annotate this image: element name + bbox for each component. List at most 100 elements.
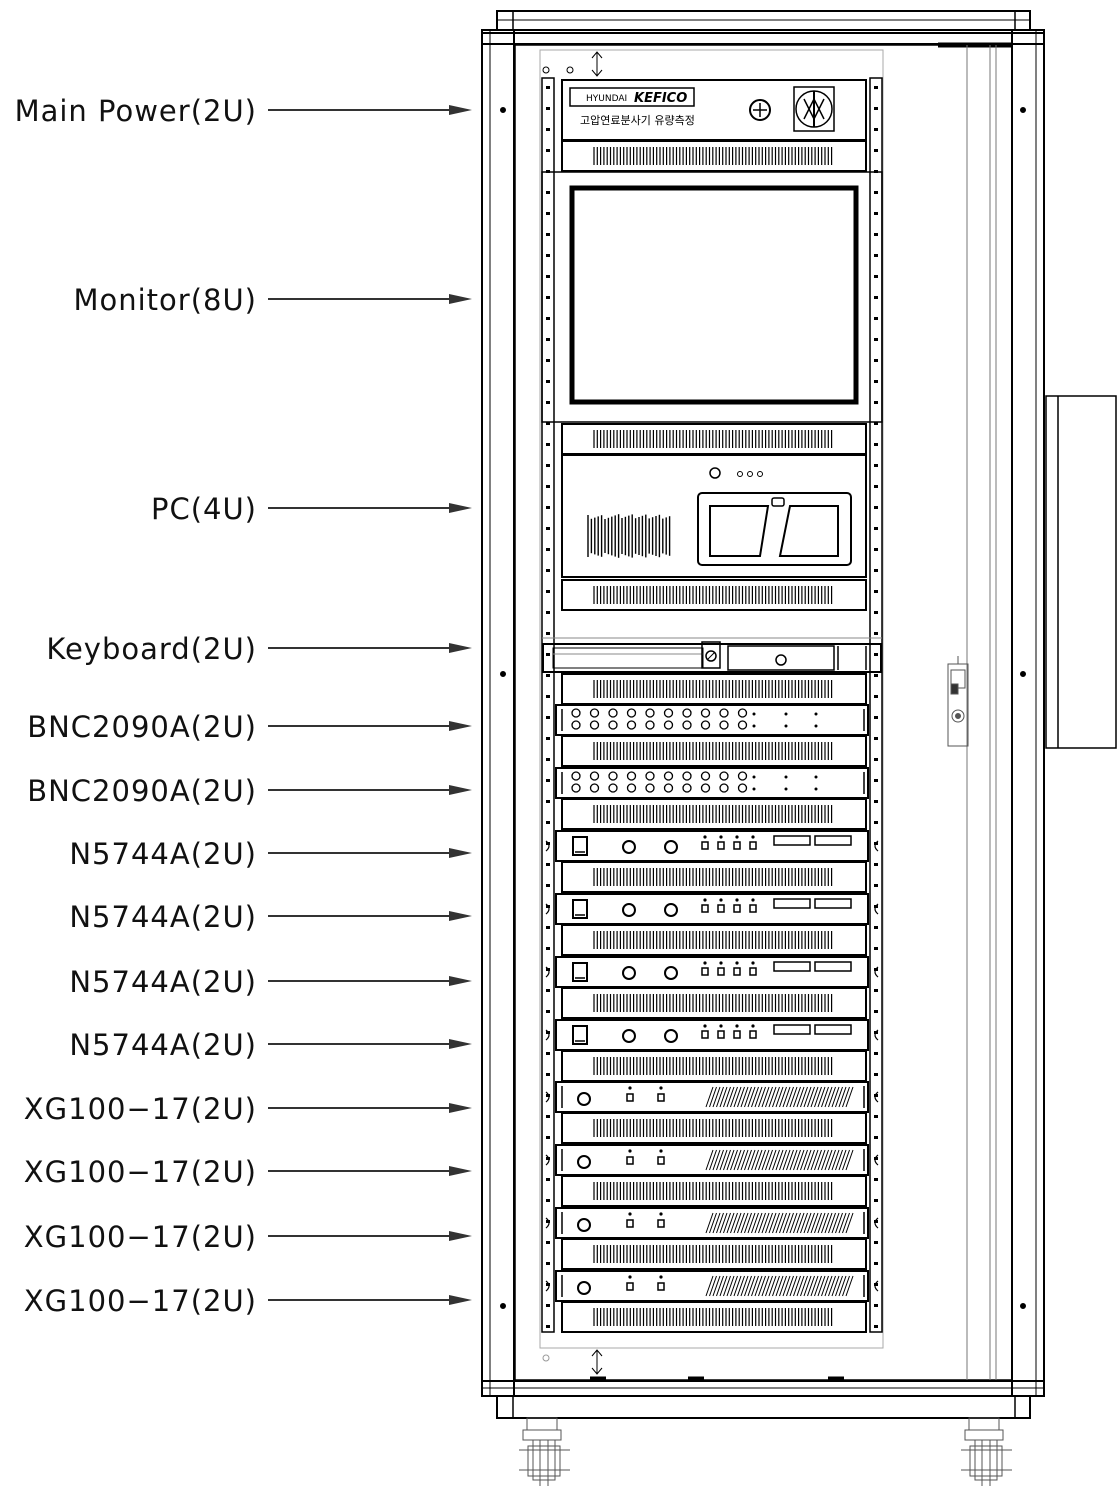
xg100-vent-slat [744,1275,752,1297]
xg100-vent-slat [754,1149,763,1171]
xg100-vent-slat [723,1275,731,1297]
n5744a-power-switch [572,899,588,919]
arrow-head [449,1039,472,1049]
xg100-vent-slat [810,1149,819,1171]
rail-hole [546,401,550,404]
n5744a-button [749,841,757,850]
rail-hole [874,464,878,467]
arrow-head [449,785,472,795]
rail-hole [546,1304,550,1307]
bnc-connector [737,783,748,793]
bnc-connector [645,708,655,718]
n5744a-button [701,904,709,913]
xg100-vent-slat [782,1275,791,1297]
xg100-latch [874,1154,879,1166]
xg100-led [659,1275,663,1279]
rail-hole [874,1304,878,1307]
n5744a-frame [555,893,869,925]
xg100-vent-slat [733,1212,742,1234]
xg100-vent-slat [740,1212,749,1234]
xg100-vent-slat [824,1212,833,1234]
xg100-frame [555,1270,869,1302]
vent-panel [561,673,867,705]
rail-hole [546,338,550,341]
rail-hole [546,569,550,572]
rail-hole [546,1220,550,1223]
vent-frame [561,423,867,455]
rail-hole [546,653,550,656]
label-keyboard: Keyboard(2U) [46,632,257,666]
xg100-vent-slat [730,1149,738,1171]
door-handle [947,656,969,747]
n5744a-button [717,967,725,976]
xg100-vent-slat [740,1086,749,1108]
vent-panel [561,1238,867,1270]
rail-hole [874,653,878,656]
rail-hole [874,380,878,383]
rail-hole [874,1241,878,1244]
n5744a-power-switch [572,1025,588,1045]
xg100-latch [874,1280,879,1292]
n5744a-button [733,1030,741,1039]
xg100-vent-slat [772,1275,780,1297]
n5744a-button [749,904,757,913]
rail-hole [546,1094,550,1097]
n5744a-frame [555,1019,869,1051]
rail-hole [546,191,550,194]
rail-hole [546,485,550,488]
xg100-vent-slat [744,1212,752,1234]
rail-hole [546,863,550,866]
rail-hole [874,443,878,446]
xg100-vent-slat [744,1149,752,1171]
xg100-vent-slat [761,1212,770,1234]
rail-hole [874,422,878,425]
rail-hole [874,674,878,677]
cabinet-right-post [1011,29,1045,1397]
rail-hole [874,611,878,614]
arrow-head [449,911,472,921]
xg100-vent-slat [803,1149,812,1171]
bnc-connector [700,783,711,793]
n5744a-led [735,898,739,902]
xg100-unit [545,1144,879,1176]
xg100-vent-slat [754,1275,763,1297]
bnc-connector [645,783,655,793]
unit-monitor [541,171,883,423]
xg100-vent-slat [716,1212,724,1234]
bnc-connector [571,771,581,781]
rail-hole [546,1325,550,1328]
xg100-vent-slat [835,1086,843,1108]
xg100-vent-slat [803,1086,812,1108]
rail-hole [874,863,878,866]
bnc-connector [719,708,729,718]
arrow-group [268,105,472,1305]
rail-hole [546,359,550,362]
xg100-vent-slat [730,1086,738,1108]
bnc-led [784,724,788,728]
rail-hole [546,233,550,236]
bnc-connector [626,720,637,730]
brand-small: HYUNDAI [586,94,627,104]
rail-hole [874,1178,878,1181]
vent-panel [561,798,867,830]
rail-hole [874,884,878,887]
xg100-vent-slat [747,1275,756,1297]
n5744a-led [751,1024,755,1028]
xg100-vent-slat [730,1275,738,1297]
xg100-vent-slat [758,1149,766,1171]
rail-hole [874,338,878,341]
n5744a-unit [545,956,879,988]
rail-hole [874,1157,878,1160]
xg100-vent-slat [761,1149,770,1171]
xg100-vent-slat [817,1212,826,1234]
xg100-vent-slat [796,1212,805,1234]
xg100-vent-slat [716,1275,724,1297]
xg100-vent-slat [723,1212,731,1234]
bnc-frame [555,767,869,799]
xg100-vent-slat [793,1149,801,1171]
label-bnc2090a-1: BNC2090A(2U) [27,710,257,744]
rail-hole [874,317,878,320]
xg100-vent-slat [786,1086,794,1108]
xg100-vent-slat [761,1086,770,1108]
n5744a-display [814,1024,852,1035]
